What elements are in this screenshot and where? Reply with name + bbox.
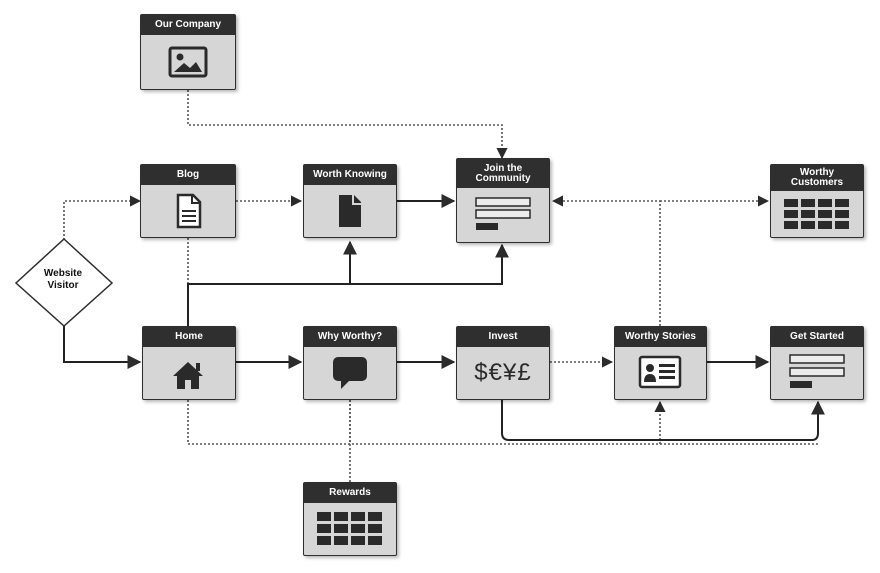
speech-bubble-icon xyxy=(333,357,367,389)
form-icon xyxy=(789,354,845,388)
file-icon xyxy=(339,195,361,227)
node-get-started[interactable]: Get Started xyxy=(770,326,864,400)
node-title: Join the Community xyxy=(457,159,549,188)
node-why-worthy[interactable]: Why Worthy? xyxy=(303,326,397,400)
connector-home-to-join xyxy=(350,243,509,285)
node-our-company[interactable]: Our Company xyxy=(140,14,236,90)
node-home[interactable]: Home xyxy=(142,326,236,400)
node-invest[interactable]: Invest $€¥£ xyxy=(456,326,550,400)
node-title: Invest xyxy=(457,327,549,347)
form-icon xyxy=(475,197,531,230)
connector-visitor-to-blog xyxy=(63,195,142,240)
node-title: Our Company xyxy=(141,15,235,35)
node-title: Home xyxy=(143,327,235,347)
node-title: Rewards xyxy=(304,483,396,503)
connector-home-bottom xyxy=(187,400,818,445)
connector-our-company-to-join xyxy=(187,90,508,160)
node-join-the-community[interactable]: Join the Community xyxy=(456,158,550,243)
connector-home-to-worth-knowing xyxy=(187,240,357,326)
connector-visitor-to-home xyxy=(63,325,142,369)
node-worthy-stories[interactable]: Worthy Stories xyxy=(614,326,707,400)
website-visitor-label: Website Visitor xyxy=(43,268,83,291)
node-blog[interactable]: Blog xyxy=(140,164,236,238)
grid-table-icon xyxy=(784,199,849,229)
id-card-icon xyxy=(638,355,682,389)
connector-stories-to-join xyxy=(551,195,661,326)
node-title: Worthy Stories xyxy=(615,327,706,347)
node-title: Worth Knowing xyxy=(304,165,396,185)
node-rewards[interactable]: Rewards xyxy=(303,482,397,556)
node-title: Get Started xyxy=(771,327,863,347)
node-title: Blog xyxy=(141,165,235,185)
node-worthy-customers[interactable]: Worthy Customers xyxy=(770,164,864,238)
website-visitor-diamond xyxy=(14,238,114,328)
node-worth-knowing[interactable]: Worth Knowing xyxy=(303,164,397,238)
currency-symbols-icon: $€¥£ xyxy=(474,359,532,386)
image-icon xyxy=(168,46,208,78)
document-icon xyxy=(176,193,202,229)
node-title: Worthy Customers xyxy=(771,165,863,191)
connector-invest-to-get-started xyxy=(501,400,825,441)
grid-table-icon xyxy=(317,512,382,545)
house-icon xyxy=(173,362,203,389)
node-title: Why Worthy? xyxy=(304,327,396,347)
